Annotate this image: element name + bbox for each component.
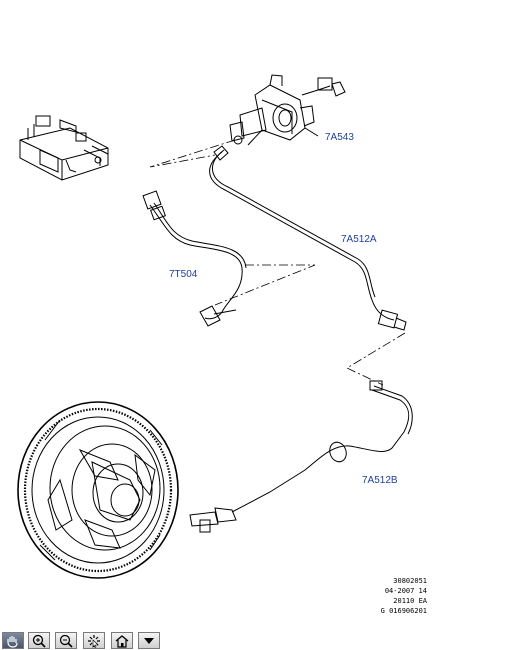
reference-code-3: G 016906201 xyxy=(380,607,427,615)
hotspot-icon xyxy=(88,635,100,648)
reference-block: 30802051 04-2007 14 20110 EA G 016906201 xyxy=(357,576,427,616)
home-button[interactable] xyxy=(111,632,133,649)
zoom-out-button[interactable] xyxy=(55,632,77,649)
callout-7T504[interactable]: 7T504 xyxy=(169,269,198,280)
zoom-in-button[interactable] xyxy=(28,632,50,649)
dropdown-icon xyxy=(144,638,154,644)
assembly-dashdot-lines xyxy=(149,139,406,386)
reference-code-2: 20110 EA xyxy=(393,597,427,605)
reference-code-1: 30802051 xyxy=(393,577,427,585)
viewer-toolbar xyxy=(0,630,520,650)
hydraulic-line-7A512A-part xyxy=(209,145,407,331)
zoom-in-icon xyxy=(32,634,46,648)
parts-diagram xyxy=(17,74,413,579)
callout-7A512B[interactable]: 7A512B xyxy=(362,475,398,486)
reference-date: 04-2007 14 xyxy=(384,587,427,595)
hand-icon xyxy=(7,636,18,648)
clutch-master-cylinder-part xyxy=(229,74,346,146)
harness-7T504-part xyxy=(142,190,247,327)
zoom-out-icon xyxy=(59,634,73,648)
callout-7A512A[interactable]: 7A512A xyxy=(341,234,377,245)
callout-7A543[interactable]: 7A543 xyxy=(325,132,354,143)
hydraulic-line-7A512B-part xyxy=(189,380,413,533)
clutch-assembly-part xyxy=(17,401,179,579)
hotspot-button[interactable] xyxy=(83,632,105,649)
menu-dropdown-button[interactable] xyxy=(138,632,160,649)
home-icon xyxy=(115,635,129,648)
connector-module-part xyxy=(19,115,109,181)
pan-tool-button[interactable] xyxy=(2,632,24,649)
